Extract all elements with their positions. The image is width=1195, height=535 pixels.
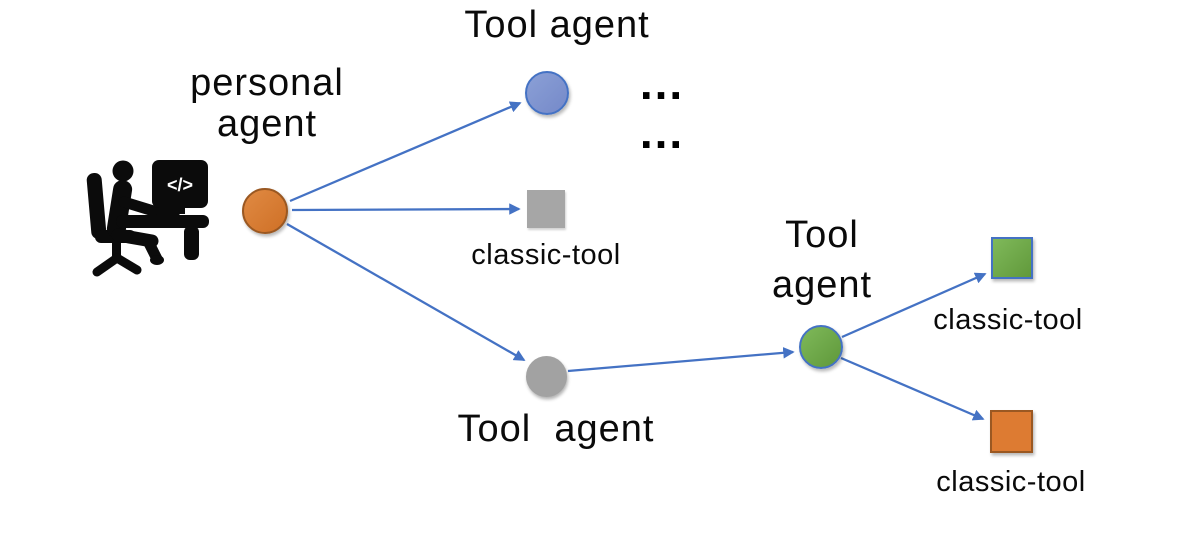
tool-agent-bottom-node <box>526 356 567 397</box>
edge-personal-to-tool-agent-bottom <box>286 223 526 361</box>
classic-tool-orange-label: classic-tool <box>936 466 1086 498</box>
classic-tool-orange-node <box>990 410 1033 453</box>
edge-tool-agent-right-to-classic-tool-green <box>841 272 987 339</box>
tool-agent-bottom-label: Tool agent <box>457 408 655 450</box>
code-symbol: </> <box>167 175 193 195</box>
tool-agent-top-node <box>525 71 569 115</box>
edge-tool-agent-bottom-to-tool-agent-right <box>567 347 795 373</box>
classic-tool-green-label: classic-tool <box>933 304 1083 336</box>
developer-at-computer-icon: </> <box>86 160 209 277</box>
person-silhouette <box>86 160 209 277</box>
edge-personal-to-tool-agent-top <box>289 101 522 203</box>
personal-agent-label: personal agent <box>190 62 344 146</box>
personal-agent-node <box>242 188 288 234</box>
classic-tool-green-node <box>991 237 1033 279</box>
classic-tool-mid-label: classic-tool <box>471 239 621 271</box>
monitor <box>152 160 208 208</box>
classic-tool-mid-node <box>527 190 565 228</box>
tool-agent-right-label: Tool agent <box>771 214 873 307</box>
ellipsis-top: ... <box>639 57 685 109</box>
tool-agent-top-label: Tool agent <box>464 4 650 46</box>
ellipsis-bottom: ... <box>639 106 685 158</box>
tool-agent-right-node <box>799 325 843 369</box>
edge-tool-agent-right-to-classic-tool-orange <box>840 356 985 421</box>
edge-personal-to-classic-tool-mid <box>291 203 521 215</box>
